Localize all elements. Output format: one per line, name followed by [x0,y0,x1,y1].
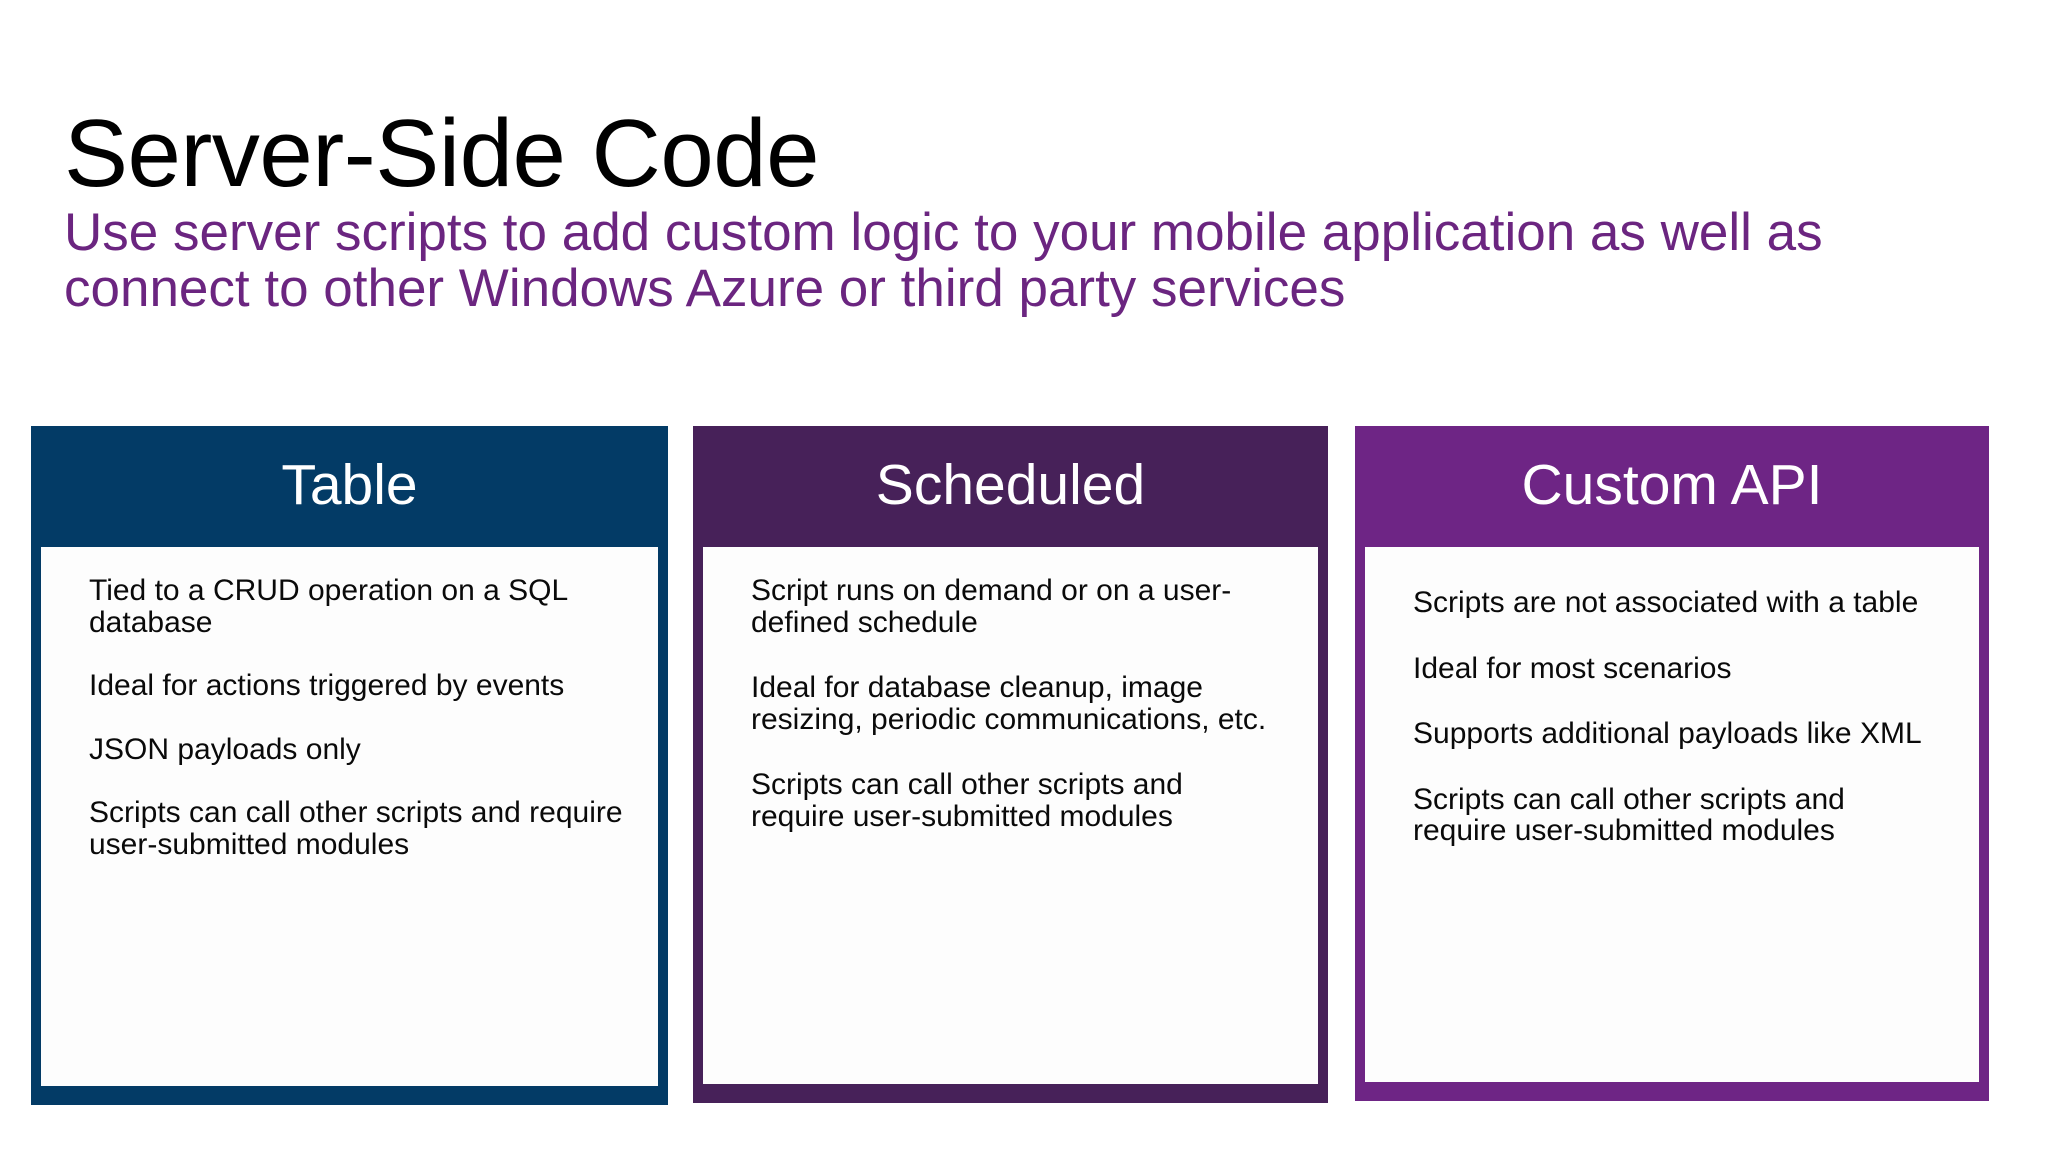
card-custom-api: Custom API Scripts are not associated wi… [1355,426,1989,1101]
card-table-header: Table [281,453,418,517]
list-item: JSON payloads only [89,732,361,766]
list-item: Scripts can call other scripts and requi… [751,768,1183,833]
card-scheduled-header: Scheduled [875,453,1146,517]
list-item: Script runs on demand or on a user-defin… [751,574,1232,639]
list-item: Supports additional payloads like XML [1413,717,1922,750]
card-custom-api-body: Scripts are not associated with a table … [1365,547,1979,1082]
list-item: Scripts can call other scripts and requi… [89,796,623,861]
list-item: Scripts are not associated with a table [1413,586,1919,619]
list-item: Scripts can call other scripts and requi… [1413,782,1845,847]
slide-subtitle: Use server scripts to add custom logic t… [64,203,1823,319]
comparison-cards-row: Table Tied to a CRUD operation on a SQL … [0,426,2048,1116]
card-table-body: Tied to a CRUD operation on a SQL databa… [41,547,658,1086]
list-item: Tied to a CRUD operation on a SQL databa… [89,574,568,639]
list-item: Ideal for actions triggered by events [89,669,565,702]
card-table: Table Tied to a CRUD operation on a SQL … [31,426,668,1105]
page-title: Server-Side Code [64,100,820,208]
card-scheduled-body: Script runs on demand or on a user-defin… [703,547,1318,1084]
card-scheduled: Scheduled Script runs on demand or on a … [693,426,1328,1103]
card-custom-api-header: Custom API [1521,453,1823,517]
list-item: Ideal for most scenarios [1413,651,1732,685]
list-item: Ideal for database cleanup, image resizi… [751,671,1267,736]
